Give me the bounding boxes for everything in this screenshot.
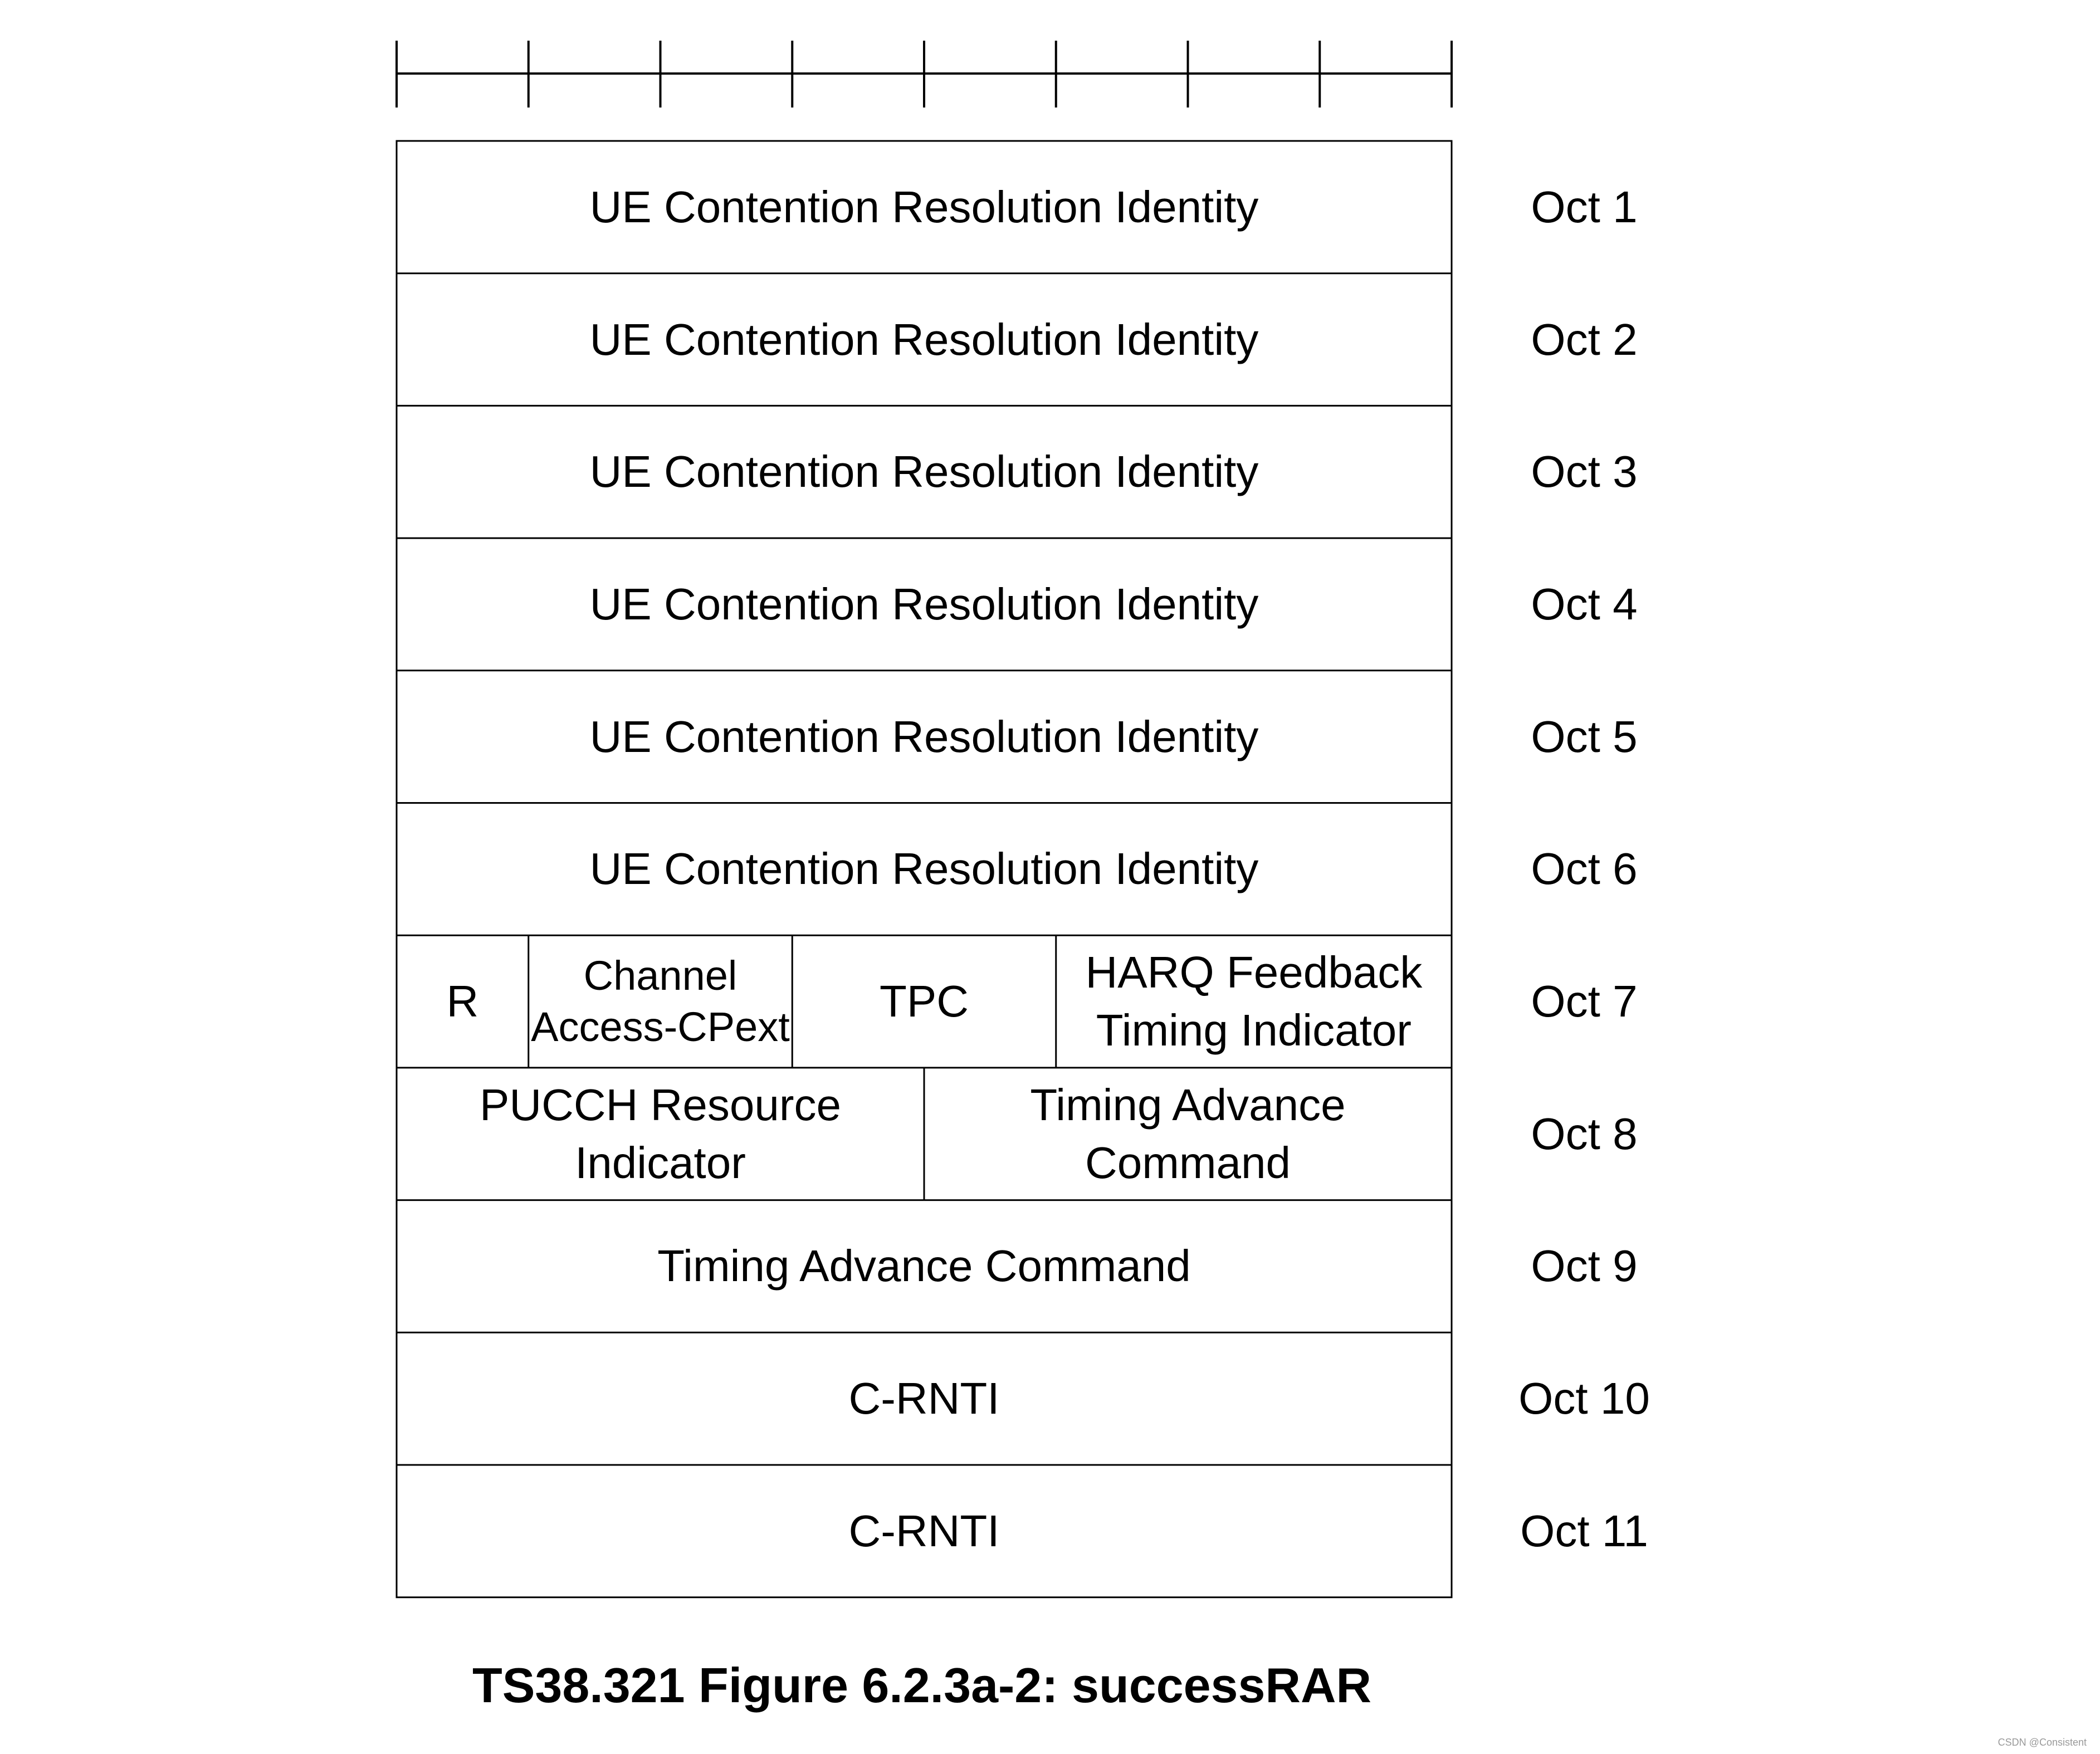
octet-label: Oct 7 — [1531, 976, 1638, 1027]
field-cell: UE Contention Resolution Identity — [589, 579, 1259, 629]
field-cell: Timing Advance Command — [657, 1241, 1191, 1291]
field-cell: PUCCH Resource Indicator — [479, 1079, 842, 1188]
octet-label: Oct 5 — [1531, 711, 1638, 761]
octet-label: Oct 6 — [1531, 844, 1638, 894]
field-cell: Timing Advance Command — [1030, 1079, 1346, 1188]
field-cell: C-RNTI — [848, 1374, 1000, 1424]
octet-label: Oct 3 — [1531, 447, 1638, 497]
octet-label: Oct 8 — [1531, 1108, 1638, 1159]
field-cell: UE Contention Resolution Identity — [589, 182, 1259, 232]
octet-label: Oct 2 — [1531, 314, 1638, 364]
field-cell: UE Contention Resolution Identity — [589, 711, 1259, 761]
field-cell: UE Contention Resolution Identity — [589, 314, 1259, 364]
field-cell: UE Contention Resolution Identity — [589, 447, 1259, 497]
watermark: CSDN @Consistent — [1998, 1737, 2087, 1748]
field-cell: UE Contention Resolution Identity — [589, 844, 1259, 894]
field-cell: HARQ Feedback Timing Indicator — [1085, 947, 1423, 1056]
figure-caption: TS38.321 Figure 6.2.3a-2: successRAR — [472, 1658, 1372, 1713]
field-cell: C-RNTI — [848, 1506, 1000, 1556]
field-cell: TPC — [880, 976, 969, 1027]
field-cell: R — [446, 976, 479, 1027]
octet-label: Oct 4 — [1531, 579, 1638, 629]
octet-label: Oct 9 — [1531, 1241, 1638, 1291]
field-cell: Channel Access-CPext — [531, 952, 790, 1051]
octet-label: Oct 11 — [1520, 1506, 1648, 1556]
table-border — [395, 140, 1453, 1599]
octet-label: Oct 10 — [1518, 1374, 1650, 1424]
octet-label: Oct 1 — [1531, 182, 1638, 232]
